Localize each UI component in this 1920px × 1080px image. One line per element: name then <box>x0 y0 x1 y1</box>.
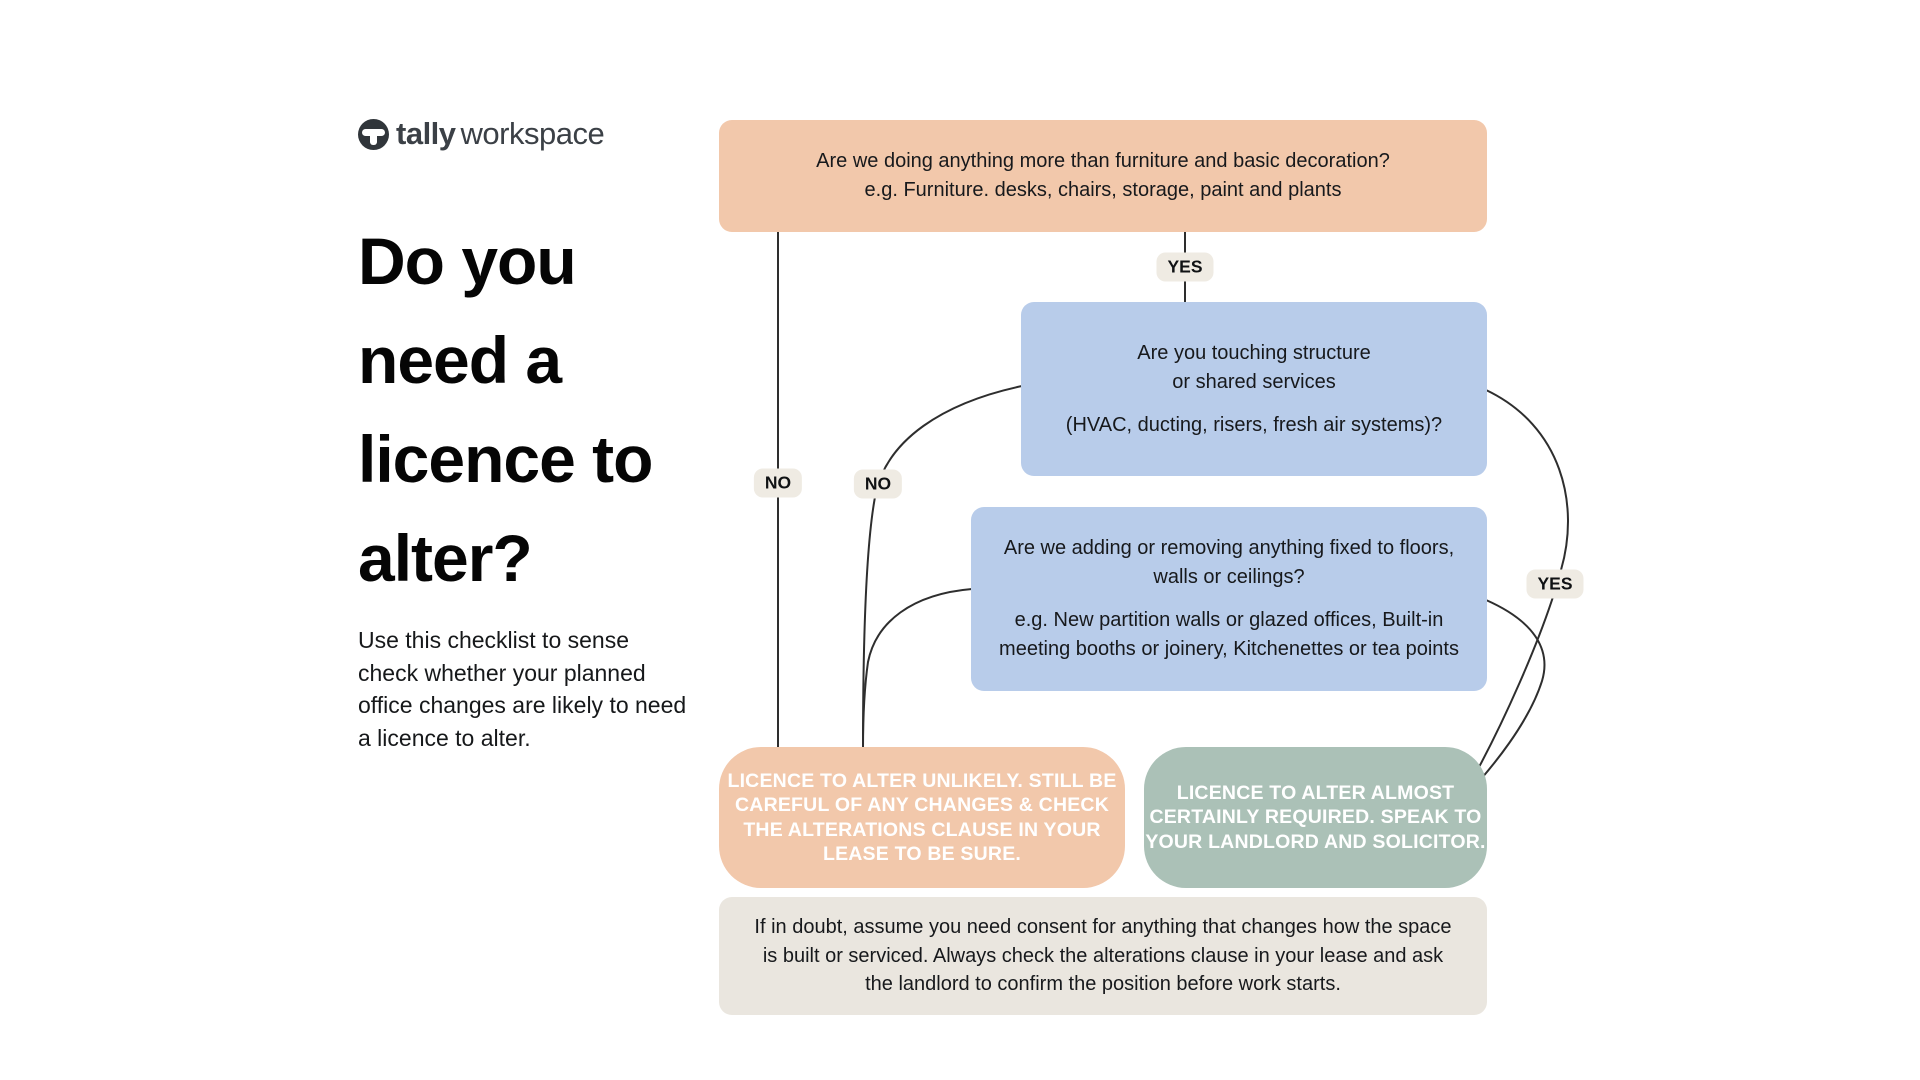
question-box-furniture: Are we doing anything more than furnitur… <box>719 120 1487 232</box>
result-box-licence-required: LICENCE TO ALTER ALMOST CERTAINLY REQUIR… <box>1144 747 1487 888</box>
logo-word-workspace: workspace <box>460 116 605 151</box>
label-yes-q2-q3: YES <box>1526 569 1584 599</box>
label-yes-q1: YES <box>1156 252 1214 282</box>
question-box-fixed-additions: Are we adding or removing anything fixed… <box>971 507 1487 691</box>
logo-word-tally: tally <box>396 116 456 151</box>
page-title: Do you need a licence to alter? <box>358 224 653 596</box>
footnote-box: If in doubt, assume you need consent for… <box>719 897 1487 1015</box>
result-box-licence-unlikely: LICENCE TO ALTER UNLIKELY. STILL BE CARE… <box>719 747 1125 888</box>
tally-logo-icon <box>358 118 389 150</box>
label-no-q2: NO <box>853 469 903 499</box>
question-box-structure-services: Are you touching structure or shared ser… <box>1021 302 1487 476</box>
connector-q3-yes <box>1462 599 1546 800</box>
label-no-q1: NO <box>753 468 803 498</box>
connector-q3-no <box>862 588 973 749</box>
page-subtitle: Use this checklist to sense check whethe… <box>358 627 687 751</box>
